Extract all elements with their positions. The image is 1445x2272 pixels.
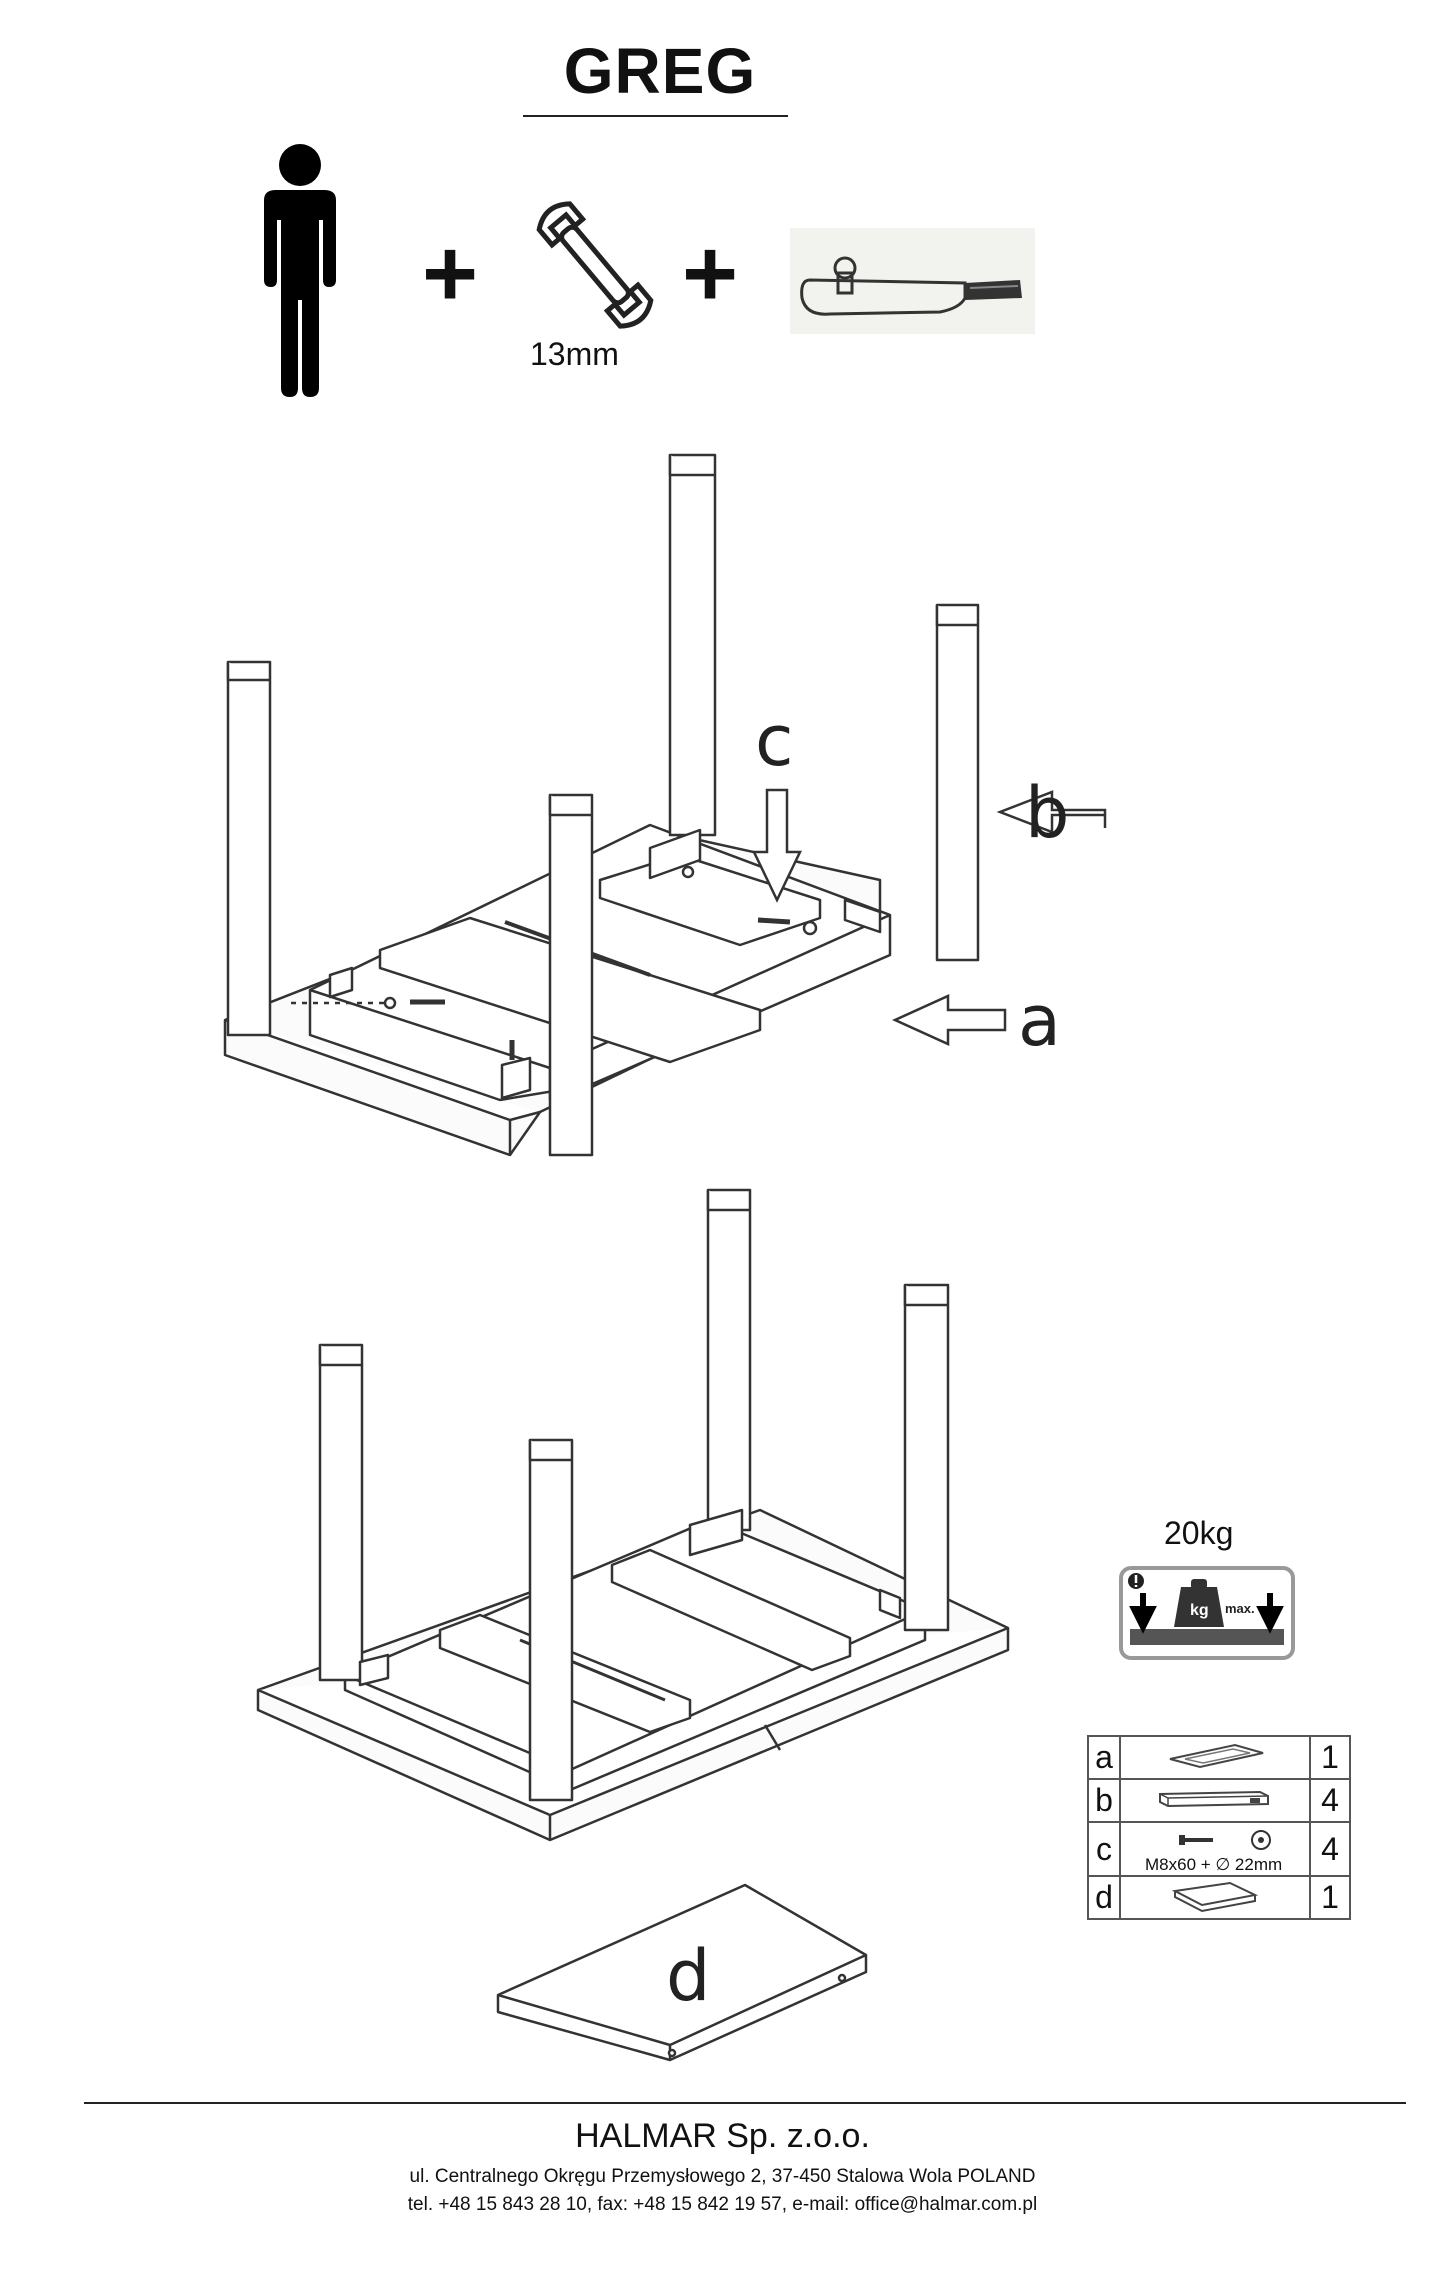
bolt-spec: M8x60 + ∅ 22mm bbox=[1145, 1855, 1283, 1874]
assembly-drawings bbox=[223, 453, 1107, 2062]
title-underline bbox=[523, 115, 788, 117]
arrow-a bbox=[891, 994, 1007, 1046]
tabletop-icon bbox=[1119, 1875, 1311, 1920]
step-2-drawing bbox=[256, 1188, 1010, 1842]
max-load-label: 20kg bbox=[1164, 1515, 1234, 1551]
part-qty: 1 bbox=[1309, 1735, 1351, 1780]
part-qty: 4 bbox=[1309, 1778, 1351, 1823]
wrench-icon bbox=[536, 201, 654, 329]
label-b: b bbox=[1025, 772, 1070, 854]
company-address: ul. Centralnego Okręgu Przemysłowego 2, … bbox=[409, 2166, 1036, 2187]
tabletop-d-drawing bbox=[496, 1883, 868, 2062]
step-1-drawing bbox=[223, 453, 980, 1157]
part-letter: c bbox=[1087, 1821, 1121, 1877]
utility-knife-icon bbox=[790, 228, 1035, 334]
company-contact: tel. +48 15 843 28 10, fax: +48 15 842 1… bbox=[407, 2194, 1038, 2215]
person-icon bbox=[264, 144, 336, 397]
leg-icon bbox=[1119, 1778, 1311, 1823]
parts-row: b 4 bbox=[1087, 1778, 1351, 1823]
parts-row: a 1 bbox=[1087, 1735, 1351, 1780]
part-letter: a bbox=[1087, 1735, 1121, 1780]
company-name: HALMAR Sp. z.o.o. bbox=[575, 2117, 870, 2155]
bolt-washer-icon: M8x60 + ∅ 22mm bbox=[1119, 1821, 1311, 1877]
arrow-c bbox=[752, 788, 802, 903]
max-text: max. bbox=[1225, 1601, 1255, 1616]
max-load-icon: kg max. bbox=[1119, 1566, 1295, 1660]
part-qty: 4 bbox=[1309, 1821, 1351, 1877]
footer-divider bbox=[84, 2102, 1406, 2104]
arrow-b bbox=[996, 790, 1107, 834]
plus-sign: + bbox=[682, 220, 739, 327]
parts-row: c M8x60 + ∅ 22mm 4 bbox=[1087, 1821, 1351, 1877]
part-letter: d bbox=[1087, 1875, 1121, 1920]
label-a: a bbox=[1018, 980, 1061, 1062]
part-letter: b bbox=[1087, 1778, 1121, 1823]
parts-list: a 1 b 4 c M8x60 + ∅ 22mm 4 d 1 bbox=[1087, 1735, 1351, 1920]
label-d: d bbox=[666, 1935, 711, 2017]
parts-row: d 1 bbox=[1087, 1875, 1351, 1920]
plus-sign: + bbox=[422, 220, 479, 327]
document-title: GREG bbox=[563, 35, 757, 107]
kg-text: kg bbox=[1190, 1602, 1209, 1619]
tabletop-frame-icon bbox=[1119, 1735, 1311, 1780]
label-c: c bbox=[755, 700, 794, 782]
wrench-size-label: 13mm bbox=[530, 336, 619, 372]
part-qty: 1 bbox=[1309, 1875, 1351, 1920]
